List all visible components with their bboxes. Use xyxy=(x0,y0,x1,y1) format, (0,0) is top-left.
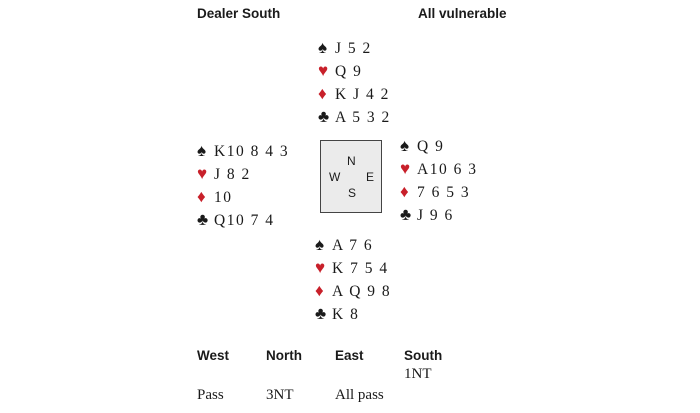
south-diamonds-holding: ♦ A Q 9 8 xyxy=(315,279,391,302)
club-icon: ♣ xyxy=(318,107,331,126)
north-clubs-holding: ♣A 5 3 2 xyxy=(318,105,391,128)
cards: 10 xyxy=(214,189,233,206)
north-hand: ♠J 5 2♥Q 9♦K J 4 2♣A 5 3 2 xyxy=(318,36,391,128)
north-spades-holding: ♠ J 5 2 xyxy=(318,36,391,59)
auction-header-west: West xyxy=(197,348,230,363)
heart-icon: ♥ xyxy=(197,164,209,183)
vulnerability-label: All vulnerable xyxy=(418,6,507,21)
cards: A 7 6 xyxy=(332,237,374,254)
cards: Q 9 xyxy=(417,138,445,155)
east-diamonds-holding: ♦ 7 6 5 3 xyxy=(400,180,477,203)
cards: K10 8 4 3 xyxy=(214,143,290,160)
south-clubs-holding: ♣K 8 xyxy=(315,302,391,325)
club-icon: ♣ xyxy=(197,210,210,229)
cards: J 5 2 xyxy=(335,40,372,57)
east-clubs-holding: ♣J 9 6 xyxy=(400,203,477,226)
heart-icon: ♥ xyxy=(318,61,330,80)
north-hearts-holding: ♥ Q 9 xyxy=(318,59,391,82)
auction-header-north: North xyxy=(266,348,302,363)
cards: J 9 6 xyxy=(417,207,454,224)
spade-icon: ♠ xyxy=(318,38,329,57)
compass-east: E xyxy=(366,170,375,184)
heart-icon: ♥ xyxy=(400,159,412,178)
auction-bid: 3NT xyxy=(266,387,294,403)
west-hand: ♠K10 8 4 3♥J 8 2♦10♣Q10 7 4 xyxy=(197,139,289,231)
south-hand: ♠A 7 6♥K 7 5 4♦A Q 9 8♣K 8 xyxy=(315,233,391,325)
west-clubs-holding: ♣Q10 7 4 xyxy=(197,208,289,231)
cards: Q 9 xyxy=(335,63,363,80)
auction-bid: 1NT xyxy=(404,366,432,382)
auction-header-east: East xyxy=(335,348,364,363)
cards: K J 4 2 xyxy=(335,86,390,103)
south-spades-holding: ♠ A 7 6 xyxy=(315,233,391,256)
spade-icon: ♠ xyxy=(197,141,208,160)
compass-north: N xyxy=(347,154,356,168)
cards: K 8 xyxy=(332,306,360,323)
east-spades-holding: ♠ Q 9 xyxy=(400,134,477,157)
cards: 7 6 5 3 xyxy=(417,184,471,201)
cards: J 8 2 xyxy=(214,166,251,183)
west-diamonds-holding: ♦ 10 xyxy=(197,185,289,208)
diamond-icon: ♦ xyxy=(315,281,326,300)
east-hand: ♠Q 9♥A10 6 3♦7 6 5 3♣J 9 6 xyxy=(400,134,477,226)
cards: A10 6 3 xyxy=(417,161,478,178)
diamond-icon: ♦ xyxy=(400,182,411,201)
heart-icon: ♥ xyxy=(315,258,327,277)
dealer-label: Dealer South xyxy=(197,6,281,21)
south-hearts-holding: ♥ K 7 5 4 xyxy=(315,256,391,279)
auction-bid: Pass xyxy=(197,387,224,403)
west-hearts-holding: ♥ J 8 2 xyxy=(197,162,289,185)
cards: Q10 7 4 xyxy=(214,212,275,229)
auction-bid: All pass xyxy=(335,387,384,403)
spade-icon: ♠ xyxy=(400,136,411,155)
cards: A 5 3 2 xyxy=(335,109,391,126)
club-icon: ♣ xyxy=(315,304,328,323)
compass-south: S xyxy=(348,186,357,200)
cards: K 7 5 4 xyxy=(332,260,389,277)
diamond-icon: ♦ xyxy=(318,84,329,103)
east-hearts-holding: ♥ A10 6 3 xyxy=(400,157,477,180)
compass-west: W xyxy=(329,170,341,184)
west-spades-holding: ♠ K10 8 4 3 xyxy=(197,139,289,162)
cards: A Q 9 8 xyxy=(332,283,392,300)
north-diamonds-holding: ♦ K J 4 2 xyxy=(318,82,391,105)
club-icon: ♣ xyxy=(400,205,413,224)
diamond-icon: ♦ xyxy=(197,187,208,206)
auction-header-south: South xyxy=(404,348,443,363)
compass-box: N W E S xyxy=(320,140,382,213)
spade-icon: ♠ xyxy=(315,235,326,254)
